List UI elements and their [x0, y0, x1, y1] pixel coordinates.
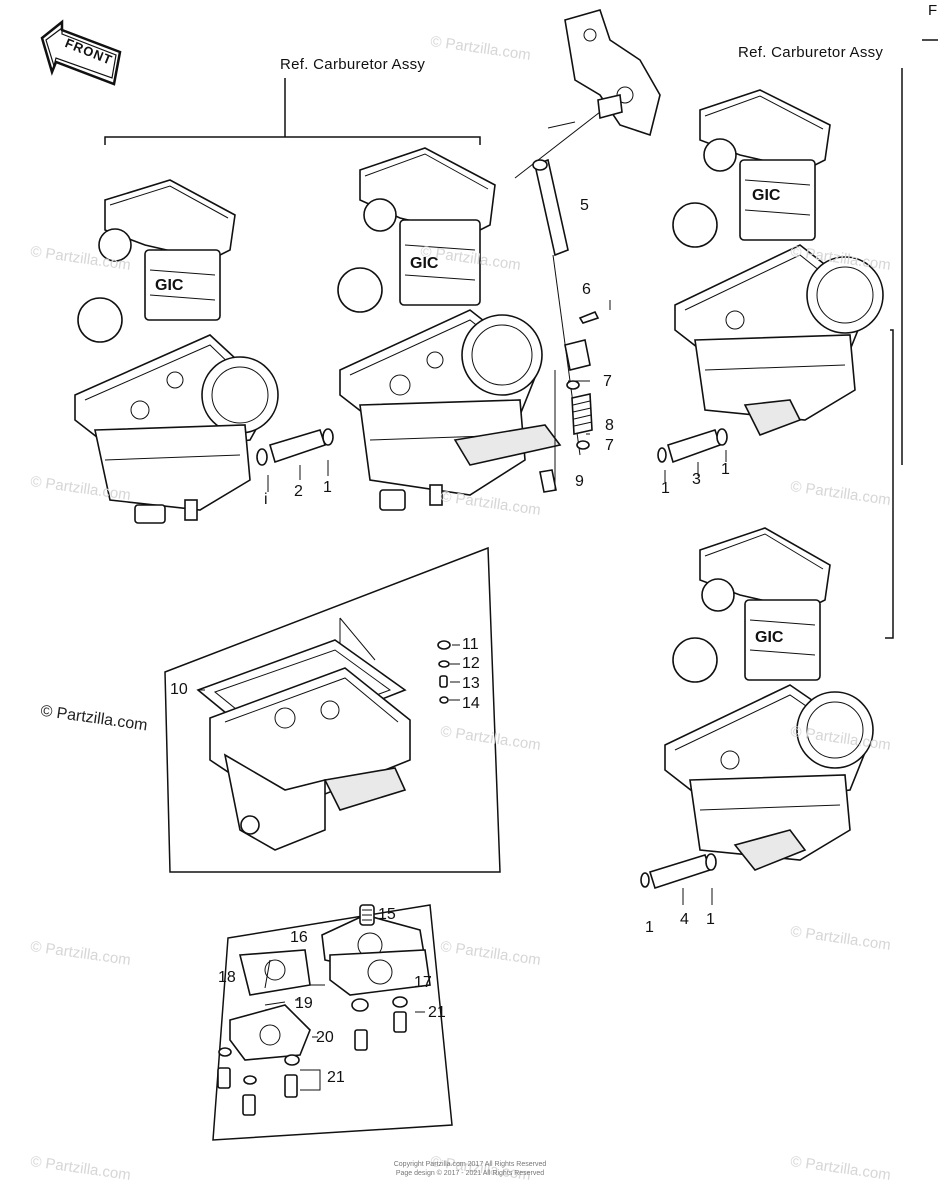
ref-carburetor-assy-label: Ref. Carburetor Assy [738, 44, 884, 61]
ref-bracket-left [104, 78, 481, 145]
front-arrow-icon [40, 19, 122, 86]
svg-text:GIC: GIC [752, 187, 781, 204]
callout: 7 [603, 373, 612, 390]
callout: 3 [692, 471, 701, 488]
carburetor-bottom-right: GIC [640, 527, 874, 905]
carburetor-top-left: GIC [74, 179, 334, 524]
callout: 16 [290, 929, 308, 946]
linkage-parts [514, 9, 661, 493]
callout: 21 [428, 1004, 446, 1021]
ref-carburetor-assy-label: Ref. Carburetor Assy [280, 56, 426, 73]
callout: 21 [327, 1069, 345, 1086]
footer-line: Copyright Partzilla.com 2017 All Rights … [393, 1161, 547, 1168]
callout: 15 [378, 906, 396, 923]
callout: 1 [661, 480, 670, 497]
callout: 11 [462, 636, 479, 653]
svg-text:GIC: GIC [410, 255, 439, 272]
float-bowl-box [164, 546, 501, 873]
callout: 20 [316, 1029, 334, 1046]
callout: 13 [462, 675, 480, 692]
footer-copyright: Copyright Partzilla.com 2017 All Rights … [320, 1160, 620, 1178]
callout: 14 [462, 695, 480, 712]
ref-bracket-right [885, 68, 903, 639]
callout: 12 [462, 655, 480, 672]
callout: 10 [170, 681, 188, 698]
callout: 4 [680, 911, 689, 928]
callout: i [264, 491, 268, 508]
callout: 1 [645, 919, 654, 936]
callout: 7 [605, 437, 614, 454]
carburetor-top-middle: GIC [337, 147, 562, 511]
callout: 5 [580, 197, 589, 214]
pump-box [212, 904, 453, 1141]
carburetor-top-right: GIC [657, 89, 884, 482]
callout: 2 [294, 483, 303, 500]
callout: 17 [414, 974, 432, 991]
footer-line: Page design © 2017 - 2021 All Rights Res… [395, 1170, 545, 1177]
callout: 1 [323, 479, 332, 496]
page-corner-label: F [928, 2, 938, 19]
callout: 1 [706, 911, 715, 928]
callout: 19 [295, 995, 313, 1012]
svg-text:GIC: GIC [155, 277, 184, 294]
callout: 8 [605, 417, 614, 434]
callout: 1 [721, 461, 730, 478]
svg-text:GIC: GIC [755, 629, 784, 646]
callout: 6 [582, 281, 591, 298]
callout: 9 [575, 473, 584, 490]
callout: 18 [218, 969, 236, 986]
